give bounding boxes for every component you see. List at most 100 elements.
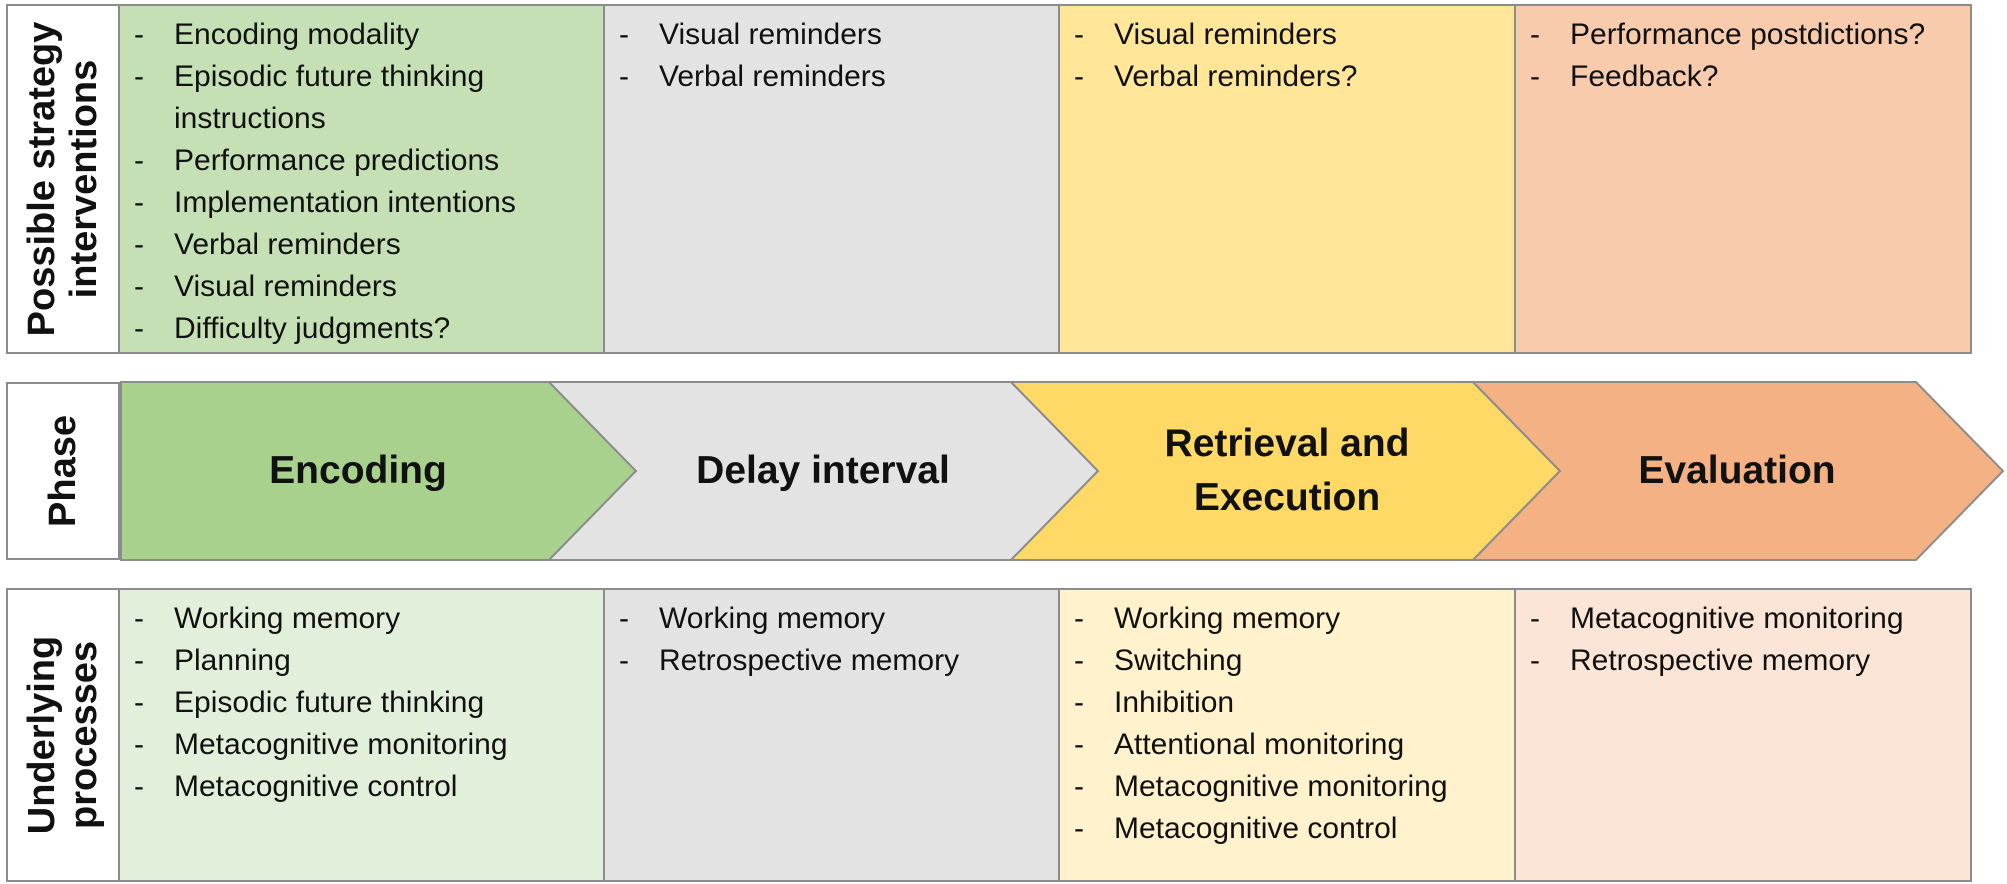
phase-title-delay: Delay interval: [696, 449, 950, 492]
dash-bullet: -: [134, 144, 144, 177]
list-item: -Metacognitive control: [1074, 808, 1504, 850]
list-item-text: Visual reminders: [174, 270, 397, 303]
dash-bullet: -: [1074, 18, 1084, 51]
processes-cell-evaluation: -Metacognitive monitoring-Retrospective …: [1514, 588, 1972, 882]
dash-bullet: -: [134, 602, 144, 635]
interventions-list-encoding: -Encoding modality-Episodic future think…: [120, 6, 603, 350]
dash-bullet: -: [1530, 644, 1540, 677]
list-item-text: Performance postdictions?: [1570, 18, 1926, 51]
list-item: -Working memory: [1074, 598, 1504, 640]
phase-title-encoding: Encoding: [269, 449, 447, 492]
dash-bullet: -: [134, 60, 144, 93]
list-item: -Inhibition: [1074, 682, 1504, 724]
list-item-text: Visual reminders: [659, 18, 882, 51]
list-item-text: Metacognitive monitoring: [1570, 602, 1904, 635]
phase-title-retrieval: Retrieval and Execution: [1164, 422, 1410, 519]
list-item: -Metacognitive monitoring: [1530, 598, 1960, 640]
list-item: -Performance postdictions?: [1530, 14, 1960, 56]
list-item-text: Working memory: [659, 602, 886, 635]
list-item: -Episodic future thinking instructions: [134, 56, 593, 140]
list-item-text: Implementation intentions: [174, 186, 516, 219]
processes-list-delay: -Working memory-Retrospective memory: [605, 590, 1058, 682]
interventions-cell-retrieval: -Visual reminders-Verbal reminders?: [1058, 4, 1516, 354]
interventions-list-delay: -Visual reminders-Verbal reminders: [605, 6, 1058, 98]
list-item: -Verbal reminders: [619, 56, 1048, 98]
list-item: -Metacognitive control: [134, 766, 593, 808]
phase-arrow-evaluation: [1470, 381, 2005, 561]
dash-bullet: -: [134, 228, 144, 261]
processes-list-retrieval: -Working memory-Switching-Inhibition-Att…: [1060, 590, 1514, 850]
list-item-text: Metacognitive control: [1114, 812, 1398, 845]
list-item-text: Metacognitive monitoring: [1114, 770, 1448, 803]
dash-bullet: -: [1074, 602, 1084, 635]
list-item-text: Switching: [1114, 644, 1243, 677]
list-item-text: Attentional monitoring: [1114, 728, 1405, 761]
processes-cell-encoding: -Working memory-Planning-Episodic future…: [118, 588, 605, 882]
list-item-text: Encoding modality: [174, 18, 420, 51]
list-item-text: Working memory: [174, 602, 401, 635]
list-item: -Encoding modality: [134, 14, 593, 56]
row-label-processes: Underlying processes: [6, 588, 120, 882]
list-item: -Working memory: [619, 598, 1048, 640]
list-item-text: Retrospective memory: [1570, 644, 1871, 677]
interventions-list-retrieval: -Visual reminders-Verbal reminders?: [1060, 6, 1514, 98]
list-item: -Visual reminders: [134, 266, 593, 308]
dash-bullet: -: [134, 186, 144, 219]
dash-bullet: -: [134, 686, 144, 719]
interventions-cell-evaluation: -Performance postdictions?-Feedback?: [1514, 4, 1972, 354]
dash-bullet: -: [134, 270, 144, 303]
row-label-phase: Phase: [6, 382, 120, 560]
list-item: -Episodic future thinking: [134, 682, 593, 724]
list-item-text: Working memory: [1114, 602, 1341, 635]
interventions-cell-encoding: -Encoding modality-Episodic future think…: [118, 4, 605, 354]
list-item: -Switching: [1074, 640, 1504, 682]
dash-bullet: -: [1530, 60, 1540, 93]
dash-bullet: -: [1530, 602, 1540, 635]
list-item-text: Metacognitive monitoring: [174, 728, 508, 761]
list-item-text: Inhibition: [1114, 686, 1235, 719]
list-item: -Working memory: [134, 598, 593, 640]
list-item: -Verbal reminders: [134, 224, 593, 266]
dash-bullet: -: [134, 312, 144, 345]
list-item: -Retrospective memory: [619, 640, 1048, 682]
list-item: -Performance predictions: [134, 140, 593, 182]
processes-cell-delay: -Working memory-Retrospective memory: [603, 588, 1060, 882]
dash-bullet: -: [1074, 60, 1084, 93]
list-item-text: Episodic future thinking: [174, 686, 485, 719]
interventions-list-evaluation: -Performance postdictions?-Feedback?: [1516, 6, 1970, 98]
list-item: -Difficulty judgments?: [134, 308, 593, 350]
list-item-text: Difficulty judgments?: [174, 312, 451, 345]
dash-bullet: -: [134, 770, 144, 803]
phase-title-evaluation: Evaluation: [1638, 449, 1836, 492]
dash-bullet: -: [619, 644, 629, 677]
interventions-cell-delay: -Visual reminders-Verbal reminders: [603, 4, 1060, 354]
list-item: -Retrospective memory: [1530, 640, 1960, 682]
list-item: -Implementation intentions: [134, 182, 593, 224]
processes-list-evaluation: -Metacognitive monitoring-Retrospective …: [1516, 590, 1970, 682]
dash-bullet: -: [1074, 728, 1084, 761]
list-item-text: Verbal reminders: [174, 228, 401, 261]
dash-bullet: -: [1530, 18, 1540, 51]
dash-bullet: -: [1074, 686, 1084, 719]
dash-bullet: -: [134, 644, 144, 677]
list-item: -Metacognitive monitoring: [1074, 766, 1504, 808]
list-item-text: Visual reminders: [1114, 18, 1337, 51]
dash-bullet: -: [1074, 644, 1084, 677]
dash-bullet: -: [1074, 770, 1084, 803]
list-item: -Visual reminders: [1074, 14, 1504, 56]
dash-bullet: -: [619, 60, 629, 93]
list-item: -Metacognitive monitoring: [134, 724, 593, 766]
list-item: -Attentional monitoring: [1074, 724, 1504, 766]
list-item: -Visual reminders: [619, 14, 1048, 56]
list-item-text: Planning: [174, 644, 291, 677]
dash-bullet: -: [134, 728, 144, 761]
dash-bullet: -: [1074, 812, 1084, 845]
list-item: -Planning: [134, 640, 593, 682]
list-item: -Verbal reminders?: [1074, 56, 1504, 98]
list-item-text: Episodic future thinking instructions: [174, 60, 485, 135]
list-item: -Feedback?: [1530, 56, 1960, 98]
list-item-text: Retrospective memory: [659, 644, 960, 677]
dash-bullet: -: [134, 18, 144, 51]
dash-bullet: -: [619, 18, 629, 51]
